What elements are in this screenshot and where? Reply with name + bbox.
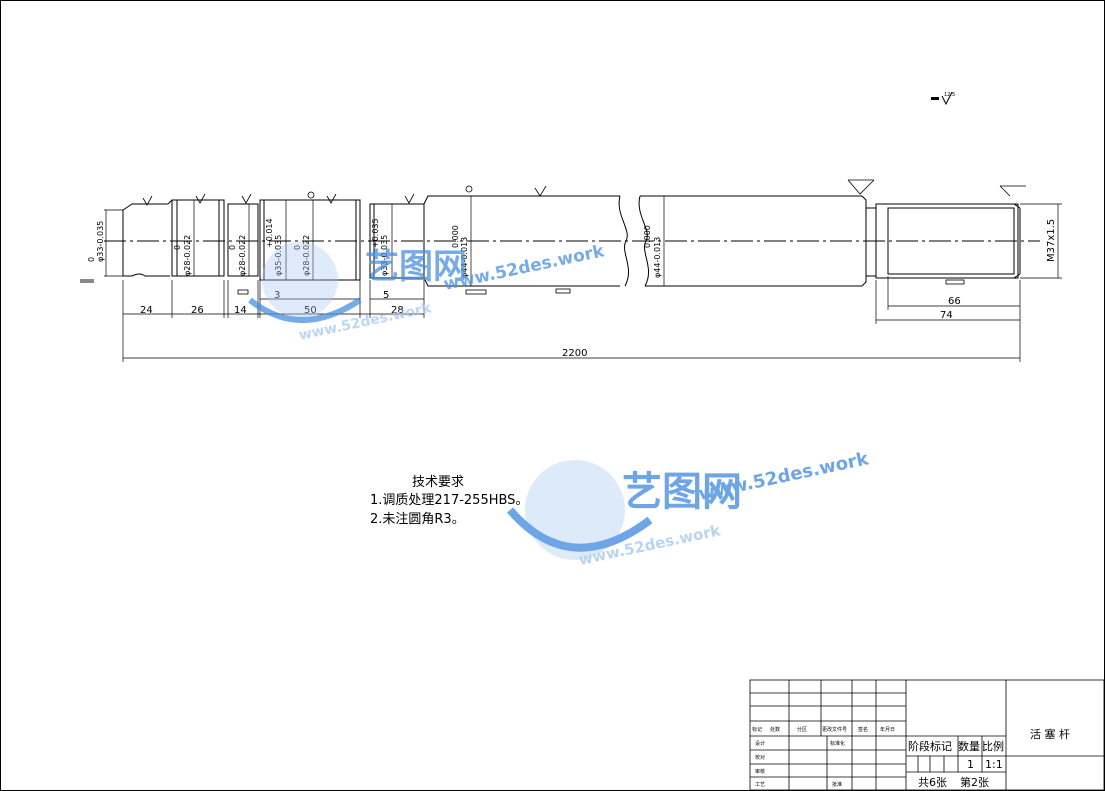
tol-7b: φ44-0.013 [460,237,469,278]
tb-shenhe: 审核 [755,768,765,775]
tb-jieduan: 阶段标记 [908,739,952,753]
dim-26: 26 [191,305,204,316]
tol-3a: 0 [228,245,237,250]
svg-text:12.5: 12.5 [944,92,955,98]
tb-nianyueri: 年月日 [880,726,895,733]
dim-14: 14 [234,305,247,316]
diameter-dimension-lines [104,196,1062,286]
tol-1a: 0 [87,257,96,262]
tb-fenqu: 分区 [797,726,807,733]
tb-qty: 1 [967,758,974,771]
tol-5a: 0 [293,245,302,250]
tol-8a: 0.000 [643,225,652,248]
tb-chushu: 处数 [770,726,780,733]
tol-6b: φ33-0.035 [380,235,389,276]
title-block-text: 标记 处数 分区 更改文件号 签名 年月日 设计 标准化 校对 审核 工艺 批准… [752,726,1070,789]
tb-pizhun: 批准 [832,781,842,788]
tol-7a: 0.000 [451,225,460,248]
length-dimension-lines [122,276,1021,362]
technical-requirements: 技术要求 1.调质处理217-255HBS。 2.未注圆角R3。 [370,475,528,527]
tb-scale: 1:1 [985,758,1003,771]
dim-24: 24 [140,305,153,316]
roughness-markers [80,179,1026,295]
dim-74: 74 [940,310,953,321]
tb-zong: 共6张 [918,776,947,789]
diameter-tolerances: 0 φ33-0.035 0 φ28-0.022 0 φ28-0.022 +0.0… [87,218,1057,278]
dim-5: 5 [383,290,389,301]
tol-4a: +0.014 [265,218,274,248]
watermark-small: 艺图网 www.52des.work www.52des.work [248,241,607,344]
tb-biaoji: 标记 [752,726,762,733]
tech-line-1: 1.调质处理217-255HBS。 [370,493,528,508]
thread-label: M37x1.5 [1046,219,1057,262]
watermark-brand-small: 艺图网 [365,247,467,287]
watermark-brand-large: 艺图网 [622,469,742,515]
tb-qianming: 签名 [858,726,868,733]
tol-6a: +0.035 [371,218,380,248]
dim-66: 66 [948,296,961,307]
dim-2200: 2200 [562,348,587,359]
dim-50: 50 [304,305,317,316]
watermark-large: 艺图网 www.52des.work www.52des.work [506,448,871,569]
roughness-symbol-general: 12.5 [931,91,955,106]
tb-gengai: 更改文件号 [822,726,847,733]
tol-8b: φ44-0.013 [653,237,662,278]
tech-line-2: 2.未注圆角R3。 [370,512,465,527]
title-block [749,679,1105,791]
tb-di: 第2张 [960,775,989,789]
tb-shuliang: 数量 [958,740,980,753]
tol-2a: 0 [173,245,182,250]
dim-28: 28 [391,305,404,316]
dim-3: 3 [274,290,280,301]
tb-partname: 活 塞 杆 [1030,727,1070,741]
tol-1b: φ33-0.035 [96,221,105,262]
tol-4b: φ35-0.035 [274,235,283,276]
tb-bili: 比例 [982,739,1004,753]
tb-biaozhunhua: 标准化 [830,740,845,747]
tol-5b: φ28-0.022 [302,235,311,276]
length-dimensions: 24 26 14 3 50 5 28 66 74 2200 [140,290,961,359]
tol-3b: φ28-0.022 [238,235,247,276]
tb-jiaodui: 校对 [755,754,765,761]
tb-gongyi: 工艺 [755,782,765,788]
tb-sheji: 设计 [755,740,765,747]
tech-title: 技术要求 [412,475,464,490]
tol-2b: φ28-0.022 [183,235,192,276]
